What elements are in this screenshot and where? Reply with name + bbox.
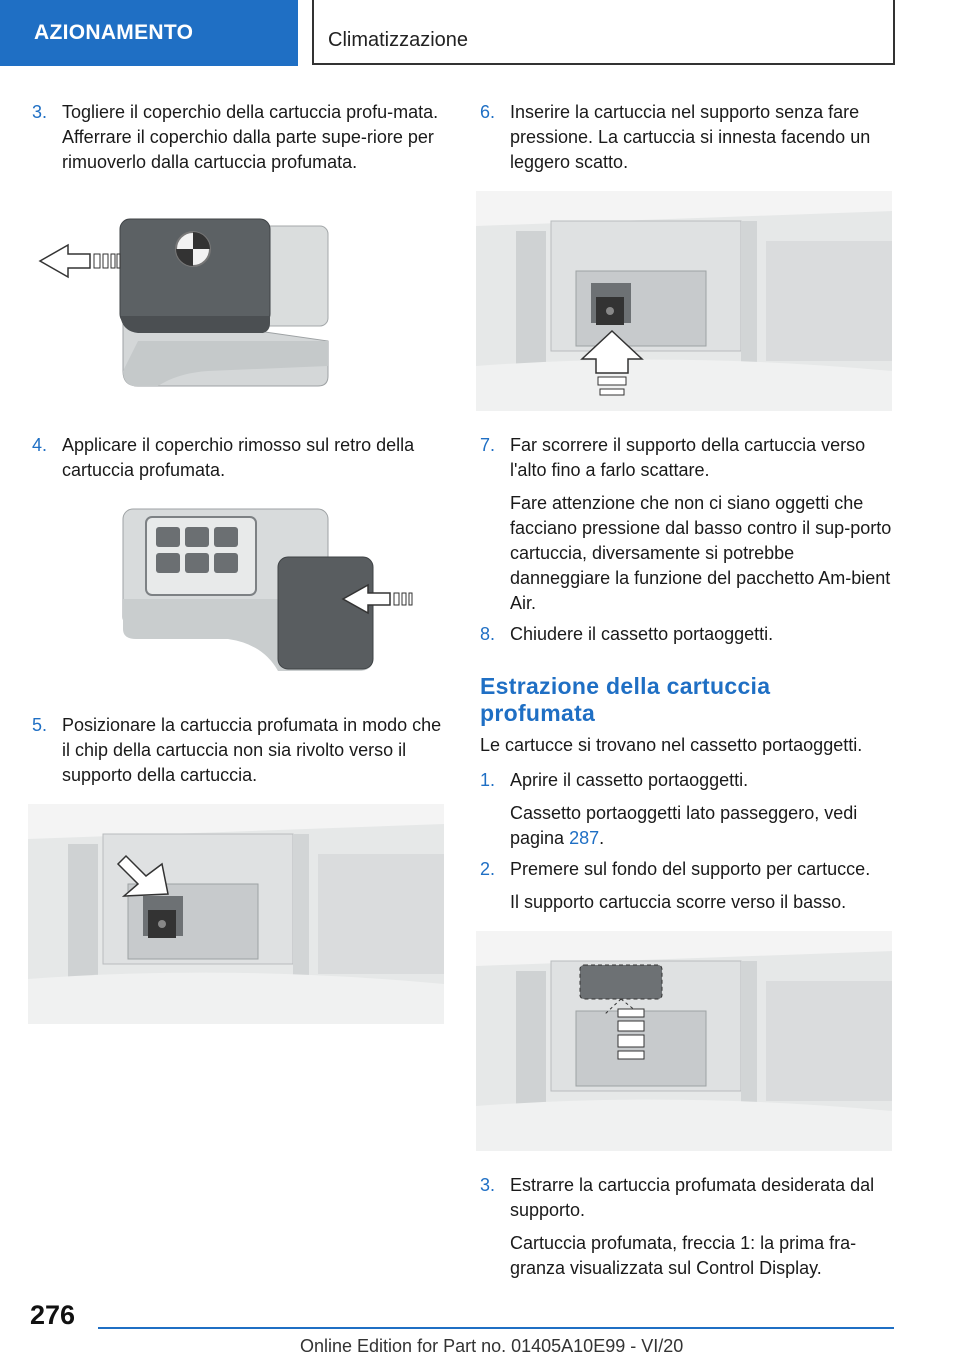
step-text: Togliere il coperchio della cartuccia pr… (62, 102, 439, 172)
section-heading: Estrazione della cartuccia profumata (480, 673, 771, 726)
page-number: 276 (30, 1300, 76, 1330)
step-number: 3. (32, 102, 48, 122)
right-column: 6. Inserire la cartuccia nel supporto se… (476, 100, 892, 1287)
page-header: AZIONAMENTO Climatizzazione (0, 0, 960, 66)
footer-divider (98, 1327, 894, 1329)
step-number: 6. (480, 102, 496, 122)
step-note: Cartuccia profumata, freccia 1: la prima… (510, 1233, 857, 1278)
section-intro: Le cartucce si trovano nel cassetto port… (480, 735, 863, 755)
step-number: 8. (480, 624, 496, 644)
section-tab: AZIONAMENTO (0, 0, 298, 66)
step-number: 1. (480, 770, 496, 790)
note-suffix: . (599, 828, 605, 848)
glovebox-insert-illustration (28, 804, 444, 1024)
step-item: 5. Posizionare la cartuccia profumata in… (28, 713, 444, 788)
step-item: 6. Inserire la cartuccia nel supporto se… (476, 100, 892, 175)
step-number: 3. (480, 1175, 496, 1195)
step-text: Inserire la cartuccia nel supporto senza… (510, 102, 871, 172)
figure-insert-cartridge (476, 191, 892, 411)
step-item: 8. Chiudere il cassetto portaoggetti. (476, 622, 892, 647)
step-text: Applicare il coperchio rimosso sul retro… (62, 435, 415, 480)
step-text: Far scorrere il supporto della cartuccia… (510, 435, 866, 480)
page-link[interactable]: 287 (569, 828, 600, 848)
step-number: 4. (32, 435, 48, 455)
step-text: Premere sul fondo del supporto per cartu… (510, 859, 871, 879)
cartridge-cover-illustration (38, 218, 329, 387)
step-text: Aprire il cassetto portaoggetti. (510, 770, 749, 790)
glovebox-press-illustration (476, 931, 892, 1151)
step-number: 7. (480, 435, 496, 455)
step-item: 3. Estrarre la cartuccia profumata desid… (476, 1173, 892, 1281)
step-note: Fare attenzione che non ci siano oggetti… (510, 493, 892, 613)
figure-remove-cover (28, 191, 444, 411)
chapter-title: Climatizzazione (312, 0, 895, 65)
step-number: 2. (480, 859, 496, 879)
edition-info: Online Edition for Part no. 01405A10E99 … (300, 1336, 684, 1356)
step-item: 3. Togliere il coperchio della cartuccia… (28, 100, 444, 175)
step-note: Cassetto portaoggetti lato passeggero, v… (510, 801, 892, 851)
figure-apply-cover (28, 499, 444, 691)
note-text: Cassetto portaoggetti lato passeggero, v… (510, 803, 858, 848)
cartridge-back-illustration (122, 508, 413, 671)
left-column: 3. Togliere il coperchio della cartuccia… (28, 100, 444, 1046)
step-text: Estrarre la cartuccia profumata desidera… (510, 1175, 875, 1220)
step-item: 7. Far scorrere il supporto della cartuc… (476, 433, 892, 616)
step-note: Il supporto cartuccia scorre verso il ba… (510, 892, 847, 912)
glovebox-push-illustration (476, 191, 892, 411)
step-text: Posizionare la cartuccia profumata in mo… (62, 715, 442, 785)
step-item: 1. Aprire il cassetto portaoggetti. Cass… (476, 768, 892, 851)
figure-press-holder (476, 931, 892, 1151)
step-item: 2. Premere sul fondo del supporto per ca… (476, 857, 892, 915)
step-item: 4. Applicare il coperchio rimosso sul re… (28, 433, 444, 483)
step-number: 5. (32, 715, 48, 735)
step-text: Chiudere il cassetto portaoggetti. (510, 624, 774, 644)
figure-position-cartridge (28, 804, 444, 1024)
